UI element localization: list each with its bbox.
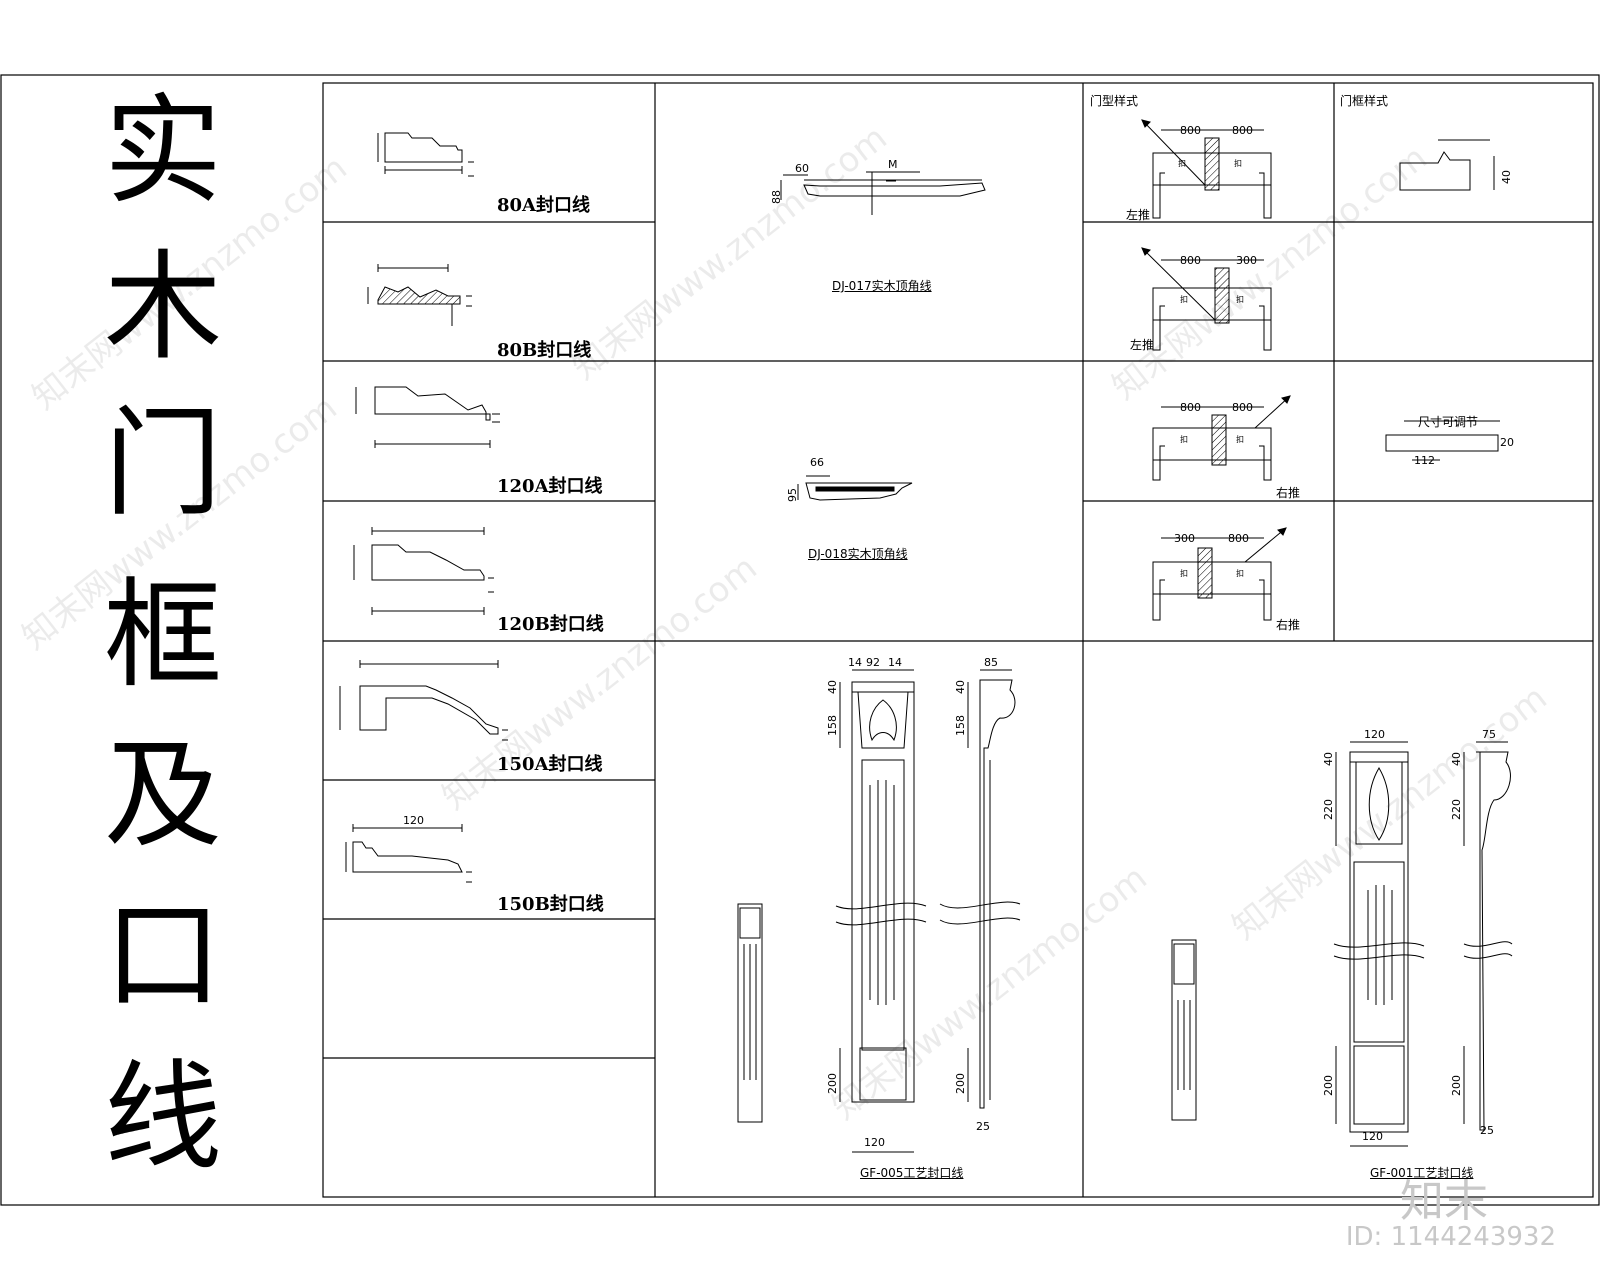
dim-gf005-top-a: 14: [848, 656, 862, 669]
door-type-1: [1141, 119, 1272, 219]
leaf-label: 扣: [1180, 435, 1188, 444]
door-type-2: [1141, 247, 1272, 351]
dim-gf001-200: 200: [1322, 1075, 1335, 1096]
dim-gf005-top-c: 14: [888, 656, 902, 669]
profile-label-120a: 120A封口线: [497, 476, 603, 497]
title-char: 线: [103, 1048, 222, 1186]
adjustable-label: 尺寸可调节: [1418, 415, 1479, 429]
dim-gf005-120: 120: [864, 1136, 885, 1149]
dim-gf005-side-40: 40: [954, 680, 967, 694]
leaf-label: 扣: [1180, 569, 1188, 578]
dim-d4-left: 300: [1174, 532, 1195, 545]
title-char: 框: [103, 566, 222, 704]
push-label-left-1: 左推: [1126, 208, 1151, 222]
caption-dj018: DJ-018实木顶角线: [808, 547, 908, 561]
dim-frame-height: 40: [1500, 170, 1513, 184]
header-door-frame: 门框样式: [1340, 94, 1389, 108]
dim-dj017-m: M: [888, 158, 898, 171]
dim-d2-right: 300: [1236, 254, 1257, 267]
dim-dj018-width: 66: [810, 456, 824, 469]
title-char: 实: [103, 82, 222, 220]
leaf-label: 扣: [1236, 435, 1244, 444]
dim-gf001-220: 220: [1322, 799, 1335, 820]
dim-d3-right: 800: [1232, 401, 1253, 414]
profile-label-80b: 80B封口线: [497, 340, 592, 361]
dim-gf001-40: 40: [1322, 752, 1335, 766]
dim-d3-left: 800: [1180, 401, 1201, 414]
dim-gf005-side-200: 200: [954, 1073, 967, 1094]
gf005-drawing: [737, 669, 1021, 1153]
profile-label-80a: 80A封口线: [497, 195, 591, 216]
push-label-left-2: 左推: [1130, 338, 1155, 352]
dim-gf001-side-200: 200: [1450, 1075, 1463, 1096]
dim-150b-width: 120: [403, 814, 424, 827]
door-type-4: [1152, 527, 1287, 621]
brand-logo: 知末: [1400, 1176, 1488, 1227]
dim-adjust-height: 20: [1500, 436, 1514, 449]
dj018-drawing: [797, 475, 913, 501]
dim-gf005-200: 200: [826, 1073, 839, 1094]
gf001-drawing: [1171, 741, 1513, 1147]
image-id: ID: 1144243932: [1345, 1222, 1556, 1252]
dim-gf001-side-w: 75: [1482, 728, 1496, 741]
door-frame-adjustable: [1385, 420, 1500, 461]
dim-d2-left: 800: [1180, 254, 1201, 267]
title-char: 口: [103, 886, 222, 1024]
title-char: 木: [103, 238, 222, 376]
dim-gf005-158: 158: [826, 715, 839, 736]
dim-gf005-side-158: 158: [954, 715, 967, 736]
dim-adjust-width: 112: [1414, 454, 1435, 467]
sheet-border: [0, 74, 1600, 1206]
dim-dj017-height: 88: [770, 190, 783, 204]
push-label-right-2: 右推: [1276, 618, 1301, 632]
profile-120a-drawing: [355, 386, 500, 448]
dj017-drawing: [780, 171, 986, 215]
leaf-label: 扣: [1180, 295, 1188, 304]
dim-d1-right: 800: [1232, 124, 1253, 137]
dim-dj018-height: 95: [786, 488, 799, 502]
dim-gf005-40: 40: [826, 680, 839, 694]
caption-dj017: DJ-017实木顶角线: [832, 279, 932, 293]
grid-frame: [322, 82, 1594, 1198]
door-type-3: [1152, 395, 1291, 481]
profile-label-150b: 150B封口线: [497, 894, 604, 915]
title-char: 及: [103, 726, 222, 864]
title-char: 门: [103, 394, 222, 532]
dim-gf005-top-b: 92: [866, 656, 880, 669]
push-label-right-1: 右推: [1276, 486, 1301, 500]
dim-dj017-width: 60: [795, 162, 809, 175]
profile-label-120b: 120B封口线: [497, 614, 604, 635]
caption-gf001: GF-001工艺封口线: [1370, 1166, 1474, 1180]
leaf-label: 扣: [1236, 295, 1244, 304]
door-frame-profile: [1399, 139, 1495, 191]
dim-gf001-25: 25: [1480, 1124, 1494, 1137]
profile-80b-drawing: [367, 264, 472, 326]
profile-120b-drawing: [353, 527, 494, 615]
dim-gf005-25: 25: [976, 1120, 990, 1133]
caption-gf005: GF-005工艺封口线: [860, 1166, 964, 1180]
header-door-type: 门型样式: [1090, 94, 1139, 108]
profile-80a-drawing: [377, 132, 474, 177]
dim-d4-right: 800: [1228, 532, 1249, 545]
dim-gf001-side-40: 40: [1450, 752, 1463, 766]
profile-150a-drawing: [339, 660, 508, 741]
leaf-label: 扣: [1178, 159, 1186, 168]
profile-label-150a: 150A封口线: [497, 754, 603, 775]
dim-gf005-side-w: 85: [984, 656, 998, 669]
dim-d1-left: 800: [1180, 124, 1201, 137]
leaf-label: 扣: [1236, 569, 1244, 578]
dim-gf001-120: 120: [1362, 1130, 1383, 1143]
dim-gf001-side-220: 220: [1450, 799, 1463, 820]
profile-150b-drawing: [345, 824, 472, 883]
leaf-label: 扣: [1234, 159, 1242, 168]
dim-gf001-top: 120: [1364, 728, 1385, 741]
